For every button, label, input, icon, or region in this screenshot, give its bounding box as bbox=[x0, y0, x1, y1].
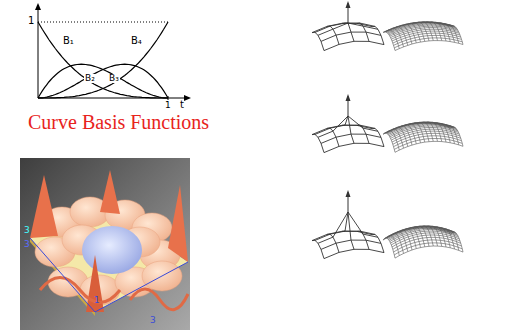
curve-label: B₄ bbox=[131, 36, 142, 46]
arrow-head bbox=[346, 94, 351, 101]
edge-basis bbox=[40, 278, 120, 303]
axis-line bbox=[95, 262, 188, 312]
basis-curve bbox=[38, 64, 168, 98]
curve-label: B₃ bbox=[108, 74, 120, 83]
surface-wireframe bbox=[383, 22, 463, 51]
basis-curve bbox=[38, 22, 168, 98]
patch-examples bbox=[312, 1, 463, 259]
basis-curve bbox=[38, 64, 168, 98]
corner-spike bbox=[30, 175, 58, 238]
y-axis bbox=[38, 6, 39, 98]
surface-render bbox=[20, 158, 190, 330]
axis-value: 3 bbox=[24, 240, 30, 249]
control-net bbox=[312, 23, 384, 51]
axis-value: 1 bbox=[28, 16, 34, 26]
axis-value: 1 bbox=[94, 296, 100, 305]
surface-wireframe bbox=[383, 226, 463, 258]
axis-name: t bbox=[180, 100, 184, 110]
center-bump bbox=[82, 226, 142, 274]
unit-line bbox=[38, 22, 168, 23]
arrow-head bbox=[346, 1, 351, 8]
control-net bbox=[312, 212, 384, 259]
basis-plot bbox=[35, 3, 191, 101]
edge-basis bbox=[130, 289, 188, 310]
arrow-head bbox=[346, 190, 351, 197]
curve-label: B₁ bbox=[63, 36, 74, 46]
render-background bbox=[20, 158, 190, 330]
axis-line bbox=[30, 238, 95, 312]
corner-spike bbox=[168, 185, 188, 262]
basis-curve bbox=[38, 22, 168, 98]
surface-wireframe bbox=[383, 122, 463, 152]
arrow-head bbox=[184, 95, 191, 101]
arrow-head bbox=[35, 3, 41, 10]
control-net bbox=[312, 116, 384, 153]
bump-grid bbox=[35, 197, 182, 305]
corner-spike bbox=[100, 170, 120, 214]
caption: Curve Basis Functions bbox=[28, 112, 209, 132]
curve-label: B₂ bbox=[84, 74, 96, 83]
axis-value: 3 bbox=[24, 226, 30, 235]
axis-value: 1 bbox=[165, 101, 171, 110]
axis-value: 3 bbox=[150, 316, 156, 325]
